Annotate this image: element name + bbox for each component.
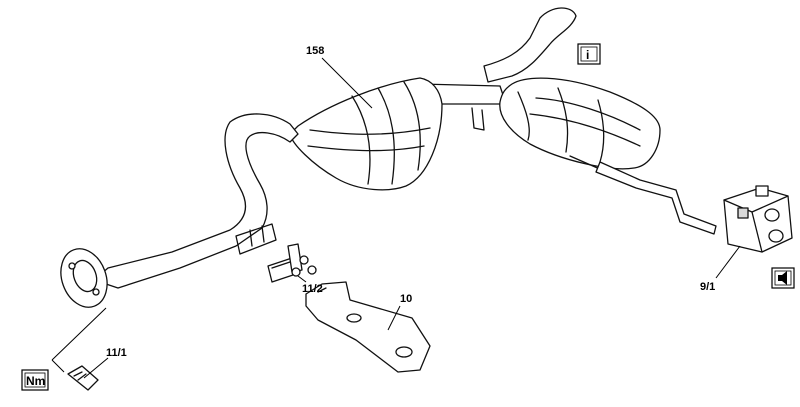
torque-icon: Nm — [21, 369, 49, 391]
label-flange-bolt: 11/1 — [106, 347, 127, 359]
label-rubber-mount: 9/1 — [700, 281, 715, 293]
front-muffler — [289, 77, 443, 191]
label-bolt-set: 11/2 — [302, 283, 323, 295]
tail-pipe — [483, 7, 577, 83]
mounting-bracket — [305, 281, 431, 373]
rubber-mount — [723, 185, 793, 253]
clamp-bolt-set — [267, 243, 317, 283]
leader-lines — [51, 57, 741, 379]
label-rear-muffler: 158 — [306, 45, 324, 57]
info-badge-text: i — [586, 48, 589, 62]
info-icon: i — [577, 43, 601, 65]
flange-bolt — [67, 365, 99, 391]
label-bracket: 10 — [400, 293, 412, 305]
front-pipe — [93, 113, 299, 289]
torque-badge-text: Nm — [26, 374, 45, 388]
speaker-icon — [771, 267, 795, 289]
rear-muffler — [499, 77, 717, 235]
front-flange — [60, 248, 108, 308]
